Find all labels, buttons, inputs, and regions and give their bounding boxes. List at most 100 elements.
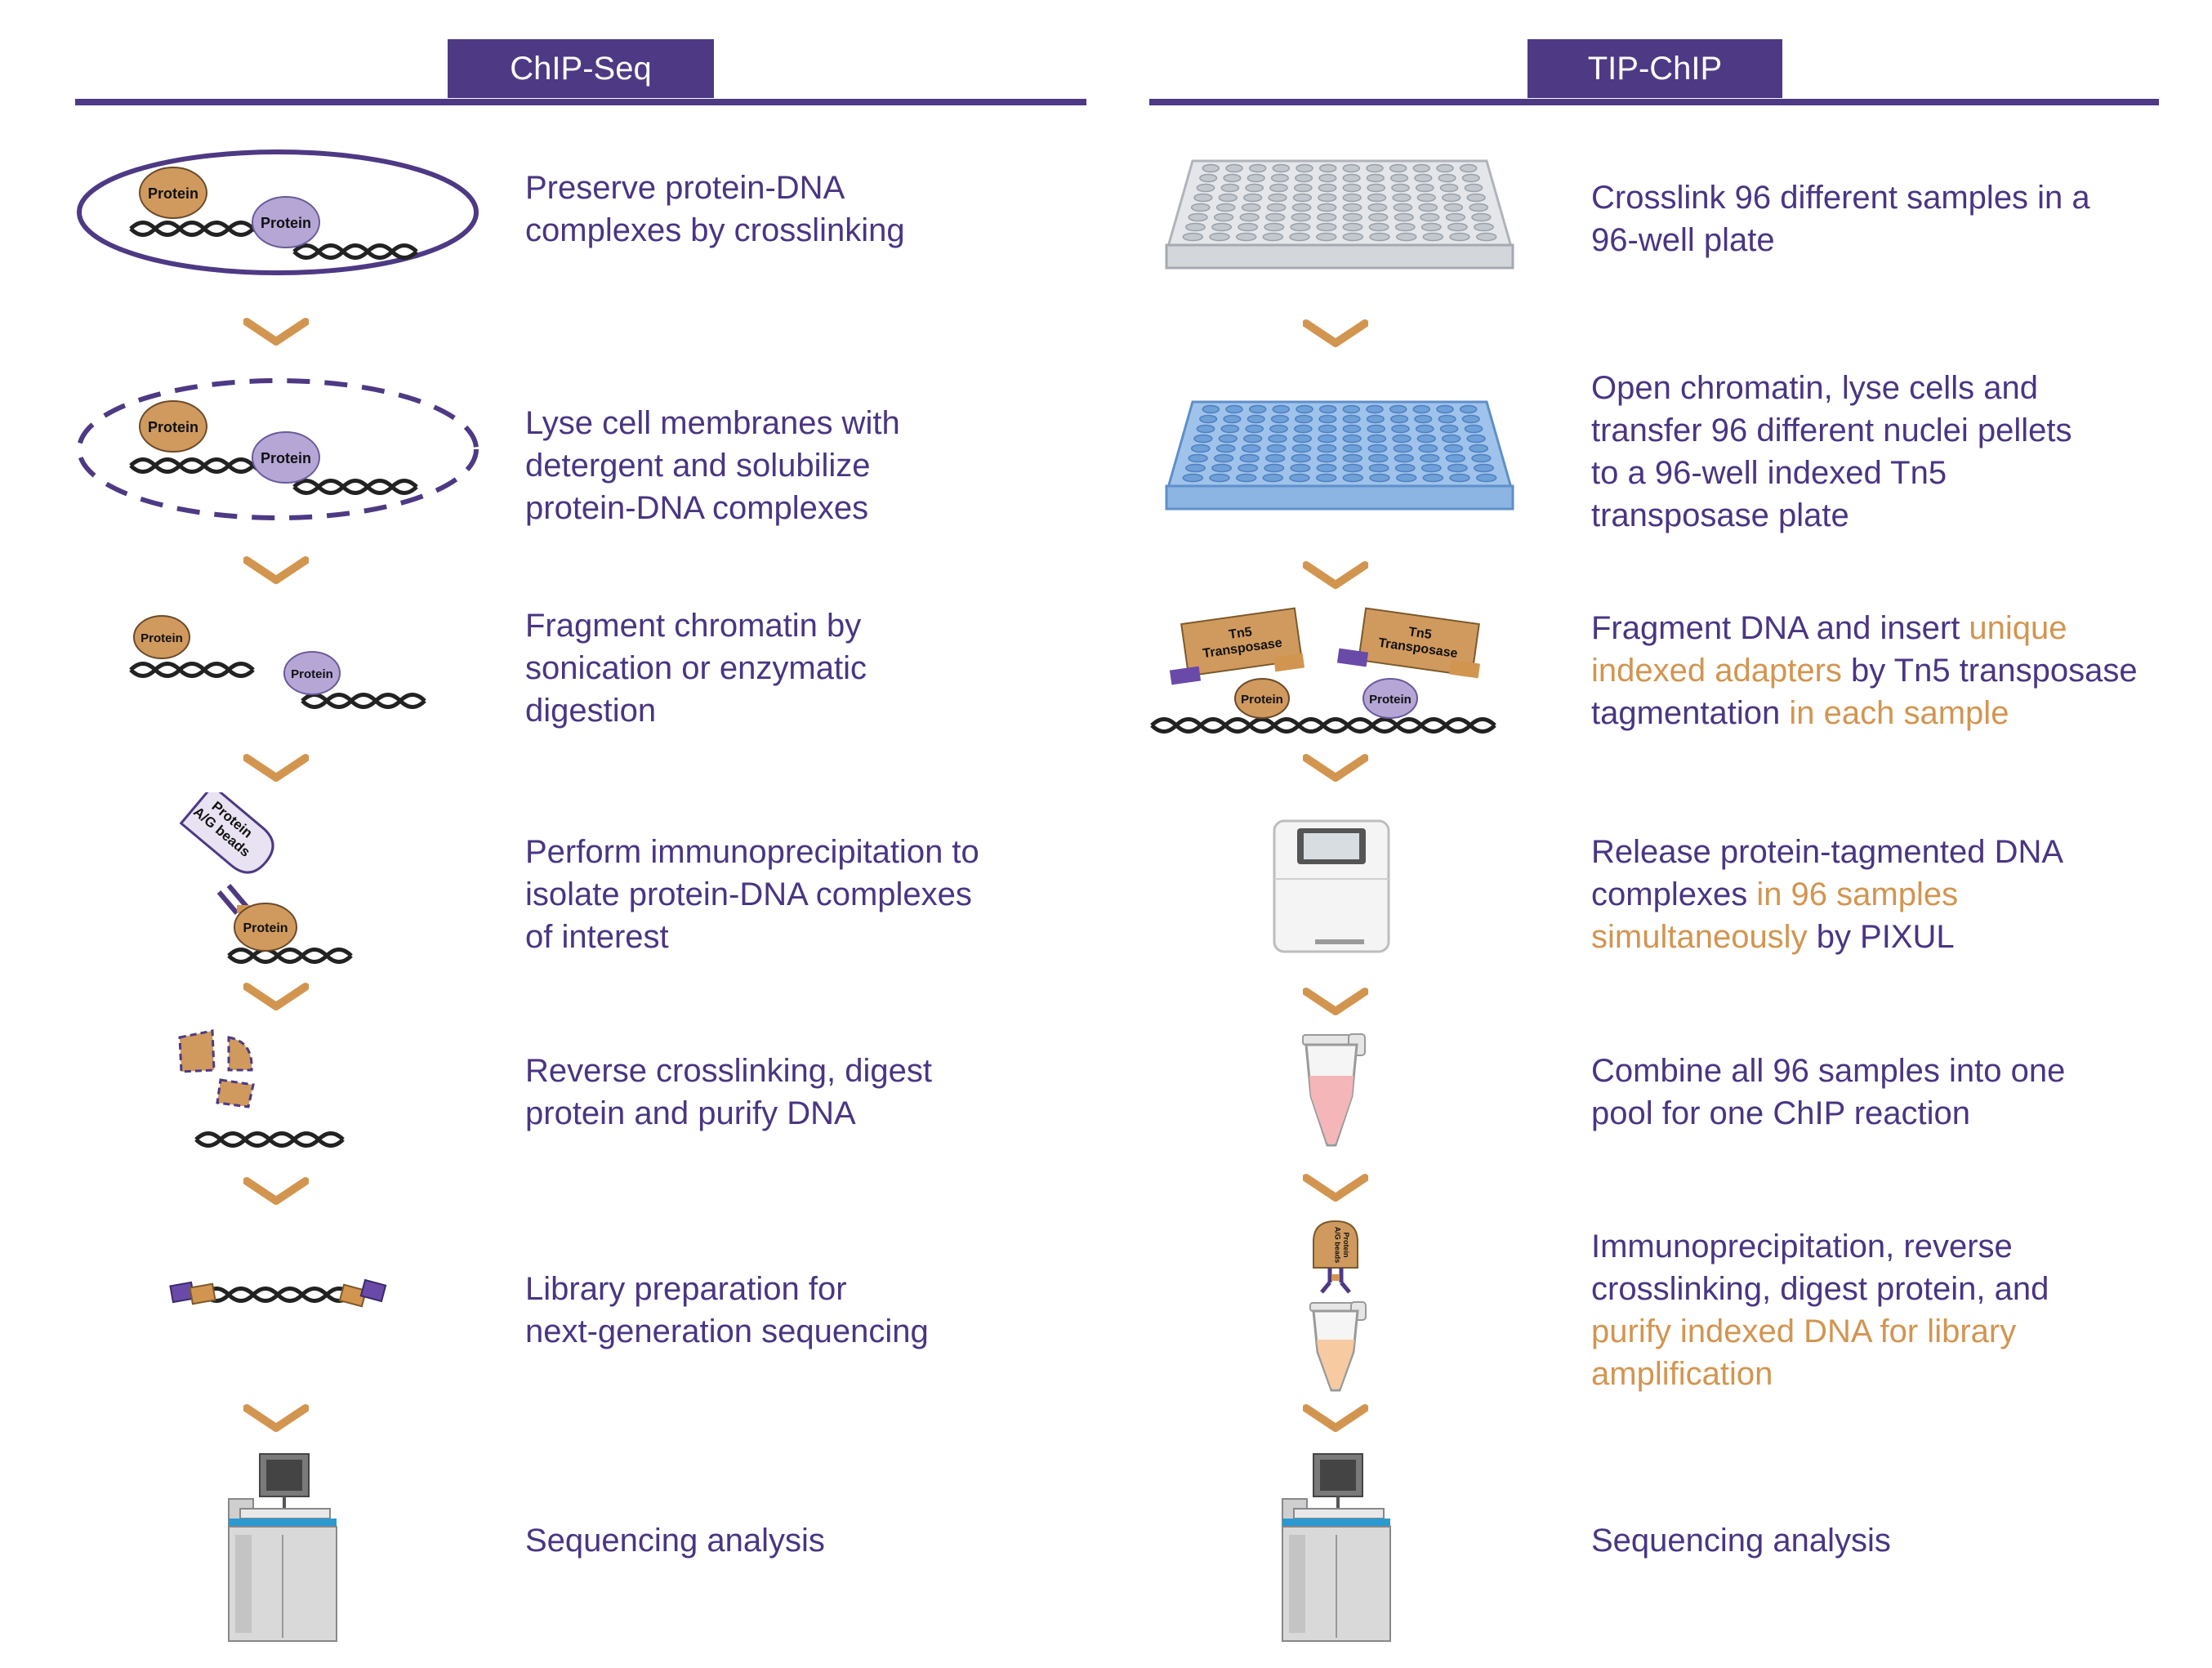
well xyxy=(1225,404,1243,414)
well xyxy=(1316,222,1337,232)
well xyxy=(1199,414,1218,424)
well xyxy=(1264,222,1285,232)
well xyxy=(1248,163,1267,173)
well xyxy=(1265,453,1286,463)
well xyxy=(1447,222,1468,232)
well xyxy=(1416,193,1436,203)
well xyxy=(1292,434,1313,444)
sample-tube-icon xyxy=(1302,1033,1366,1147)
tip-chip-step-4-text: Release protein-tagmented DNA complexes … xyxy=(1591,831,2063,958)
well xyxy=(1235,473,1257,483)
well xyxy=(1368,463,1389,473)
step-text-part: Perform immunoprecipitation to isolate p… xyxy=(525,834,979,955)
well xyxy=(1215,444,1236,453)
well xyxy=(1213,453,1234,463)
well xyxy=(1218,193,1238,203)
well xyxy=(1342,424,1362,434)
well xyxy=(1461,173,1480,183)
well xyxy=(1182,232,1204,242)
well xyxy=(1342,463,1363,473)
well xyxy=(1296,163,1313,173)
well xyxy=(1188,212,1208,222)
well xyxy=(1420,212,1440,222)
step-text-part: Preserve protein-DNA complexes by crossl… xyxy=(525,170,905,248)
well xyxy=(1420,222,1442,232)
well xyxy=(1318,424,1337,434)
tip-chip-arrow-3 xyxy=(1303,754,1368,782)
well xyxy=(1342,222,1363,232)
tip-chip-step-2-text: Open chromatin, lyse cells and transfer … xyxy=(1591,367,2072,537)
well xyxy=(1291,444,1312,453)
step-text-part: Release protein-tagmented DNA complexes xyxy=(1591,834,2064,912)
well xyxy=(1317,444,1337,453)
well xyxy=(1342,163,1361,173)
well xyxy=(1367,444,1388,453)
well xyxy=(1420,453,1440,463)
well xyxy=(1466,434,1486,444)
well xyxy=(1438,173,1456,183)
well xyxy=(1366,173,1385,183)
well xyxy=(1469,444,1489,453)
well xyxy=(1466,193,1486,203)
well xyxy=(1445,212,1466,222)
well xyxy=(1392,193,1411,203)
tip-chip-step-3-text: Fragment DNA and insert unique indexed a… xyxy=(1591,607,2138,734)
well xyxy=(1223,414,1242,424)
well xyxy=(1342,453,1362,463)
well xyxy=(1246,173,1265,183)
bead-tube-icon: ProteinA/G beads xyxy=(1309,1220,1367,1392)
sequencer-icon xyxy=(1282,1453,1391,1642)
well xyxy=(1193,193,1213,203)
pixul-instrument-icon xyxy=(1273,819,1390,953)
well xyxy=(1185,463,1206,473)
well xyxy=(1316,463,1337,473)
well xyxy=(1265,212,1286,222)
well xyxy=(1342,414,1361,424)
tip-chip-arrow-2 xyxy=(1303,561,1368,589)
well xyxy=(1369,473,1390,483)
well xyxy=(1235,232,1257,242)
well xyxy=(1394,463,1416,473)
step-text-part: Crosslink 96 different samples in a 96-w… xyxy=(1591,180,2090,258)
step-text-part: Immunoprecipitation, reverse crosslinkin… xyxy=(1591,1229,2049,1307)
chip-seq-arrow-5 xyxy=(243,1177,309,1205)
well xyxy=(1264,463,1285,473)
protein-label: Protein xyxy=(261,450,311,466)
highlighted-text: purify indexed DNA for library amplifica… xyxy=(1591,1313,2017,1392)
well xyxy=(1318,404,1337,414)
well xyxy=(1220,183,1240,193)
well xyxy=(1190,203,1211,212)
well xyxy=(1474,463,1494,473)
well xyxy=(1443,203,1464,212)
protein-dna-complex-icon: Protein Protein xyxy=(77,149,479,275)
step-text-part: by Tn5 transposase tagmentation xyxy=(1591,653,2138,731)
well-plate-blue-icon xyxy=(1165,400,1514,511)
well xyxy=(1442,193,1461,203)
well xyxy=(1367,183,1386,193)
well xyxy=(1213,212,1234,222)
lysed-cell-icon: Protein Protein xyxy=(77,378,479,520)
protein-label: Protein xyxy=(291,667,333,681)
well xyxy=(1368,212,1389,222)
well xyxy=(1389,163,1407,173)
tip-chip-arrow-5 xyxy=(1303,1174,1368,1202)
well xyxy=(1412,163,1431,173)
step-text-part: Library preparation for next-generation … xyxy=(525,1271,929,1349)
well xyxy=(1272,163,1291,173)
chip-seq-step-4-text: Perform immunoprecipitation to isolate p… xyxy=(525,831,979,958)
tip-chip-step-1-text: Crosslink 96 different samples in a 96-w… xyxy=(1591,176,2090,261)
protein-label: Protein xyxy=(148,185,198,202)
step-text-part: Fragment chromatin by sonication or enzy… xyxy=(525,608,867,729)
library-dna-icon xyxy=(169,1278,387,1308)
well xyxy=(1218,434,1238,444)
well xyxy=(1439,183,1459,193)
well xyxy=(1393,203,1413,212)
well xyxy=(1415,424,1434,434)
well xyxy=(1238,463,1259,473)
well xyxy=(1293,183,1313,193)
protein-label: Protein xyxy=(1369,693,1411,707)
well xyxy=(1188,453,1208,463)
well xyxy=(1474,222,1494,232)
well xyxy=(1239,453,1260,463)
well xyxy=(1422,473,1444,483)
